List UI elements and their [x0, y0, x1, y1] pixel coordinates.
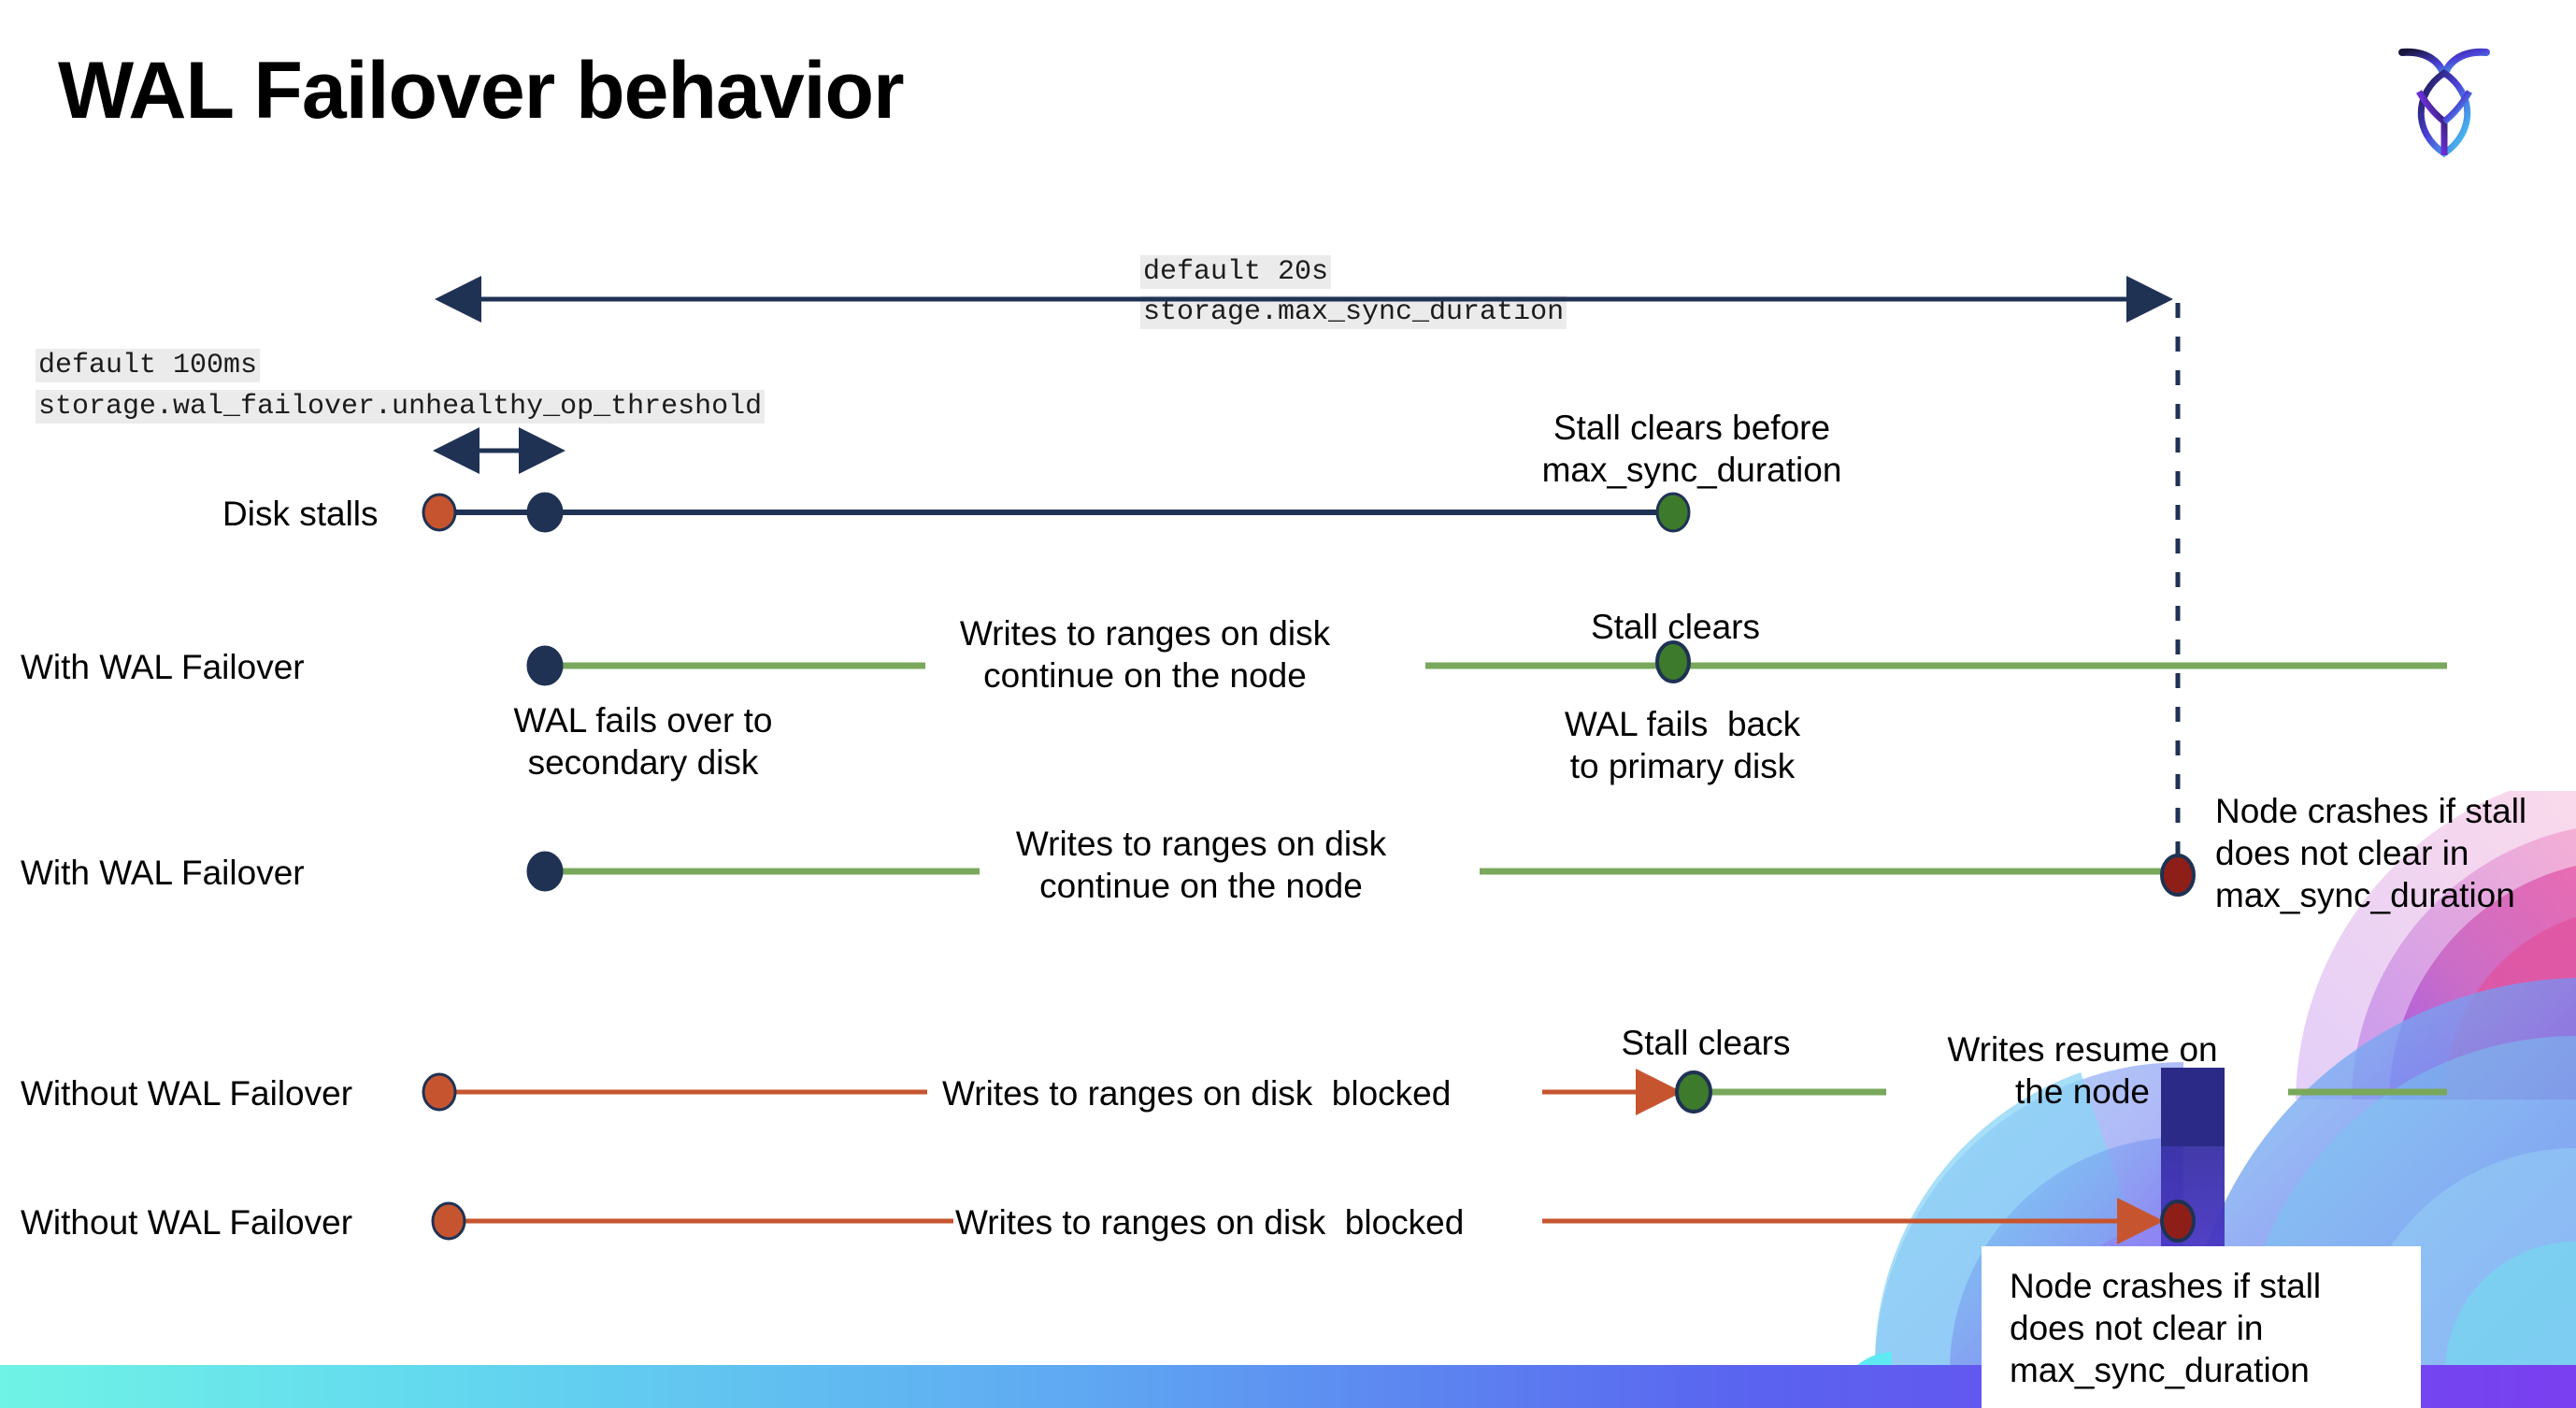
row-label-without-failover-1: Without WAL Failover: [21, 1074, 353, 1113]
bottom-callout-panel: [1982, 1246, 2421, 1408]
callout-stall-clears-2: Stall clears: [1621, 1024, 1791, 1062]
row-label-disk-stalls: Disk stalls: [222, 495, 379, 533]
marker-stall-start: [422, 493, 457, 532]
unhealthy-default-text: default 100ms: [36, 349, 261, 382]
callout-writes-blocked-2: Writes to ranges on disk blocked: [955, 1203, 1465, 1242]
row-without-failover-crashes-line: [431, 1198, 2196, 1244]
marker-failover-point: [526, 492, 564, 533]
marker-wal-failover-start: [526, 645, 564, 686]
callout-wal-fails-back: WAL fails back to primary disk: [1564, 705, 1801, 786]
marker-node-crash-2: [2160, 1200, 2196, 1243]
callout-writes-resume: Writes resume on the node: [1947, 1030, 2218, 1112]
callout-node-crashes-2: Node crashes if stall does not clear in …: [2010, 1267, 2322, 1390]
callout-stall-clears-1: Stall clears: [1591, 608, 1760, 646]
row-without-failover-recovers-line: [422, 1069, 2447, 1115]
callout-writes-continue-1: Writes to ranges on disk continue on the…: [959, 614, 1331, 696]
marker-stall-clears: [1655, 492, 1691, 533]
marker-wal-failover-start-2: [526, 851, 564, 892]
marker-stall-clears-2: [1655, 640, 1691, 683]
row-label-with-failover-1: With WAL Failover: [21, 648, 305, 686]
row-with-failover-recovers-line: [526, 640, 2447, 686]
callout-writes-continue-2: Writes to ranges on disk continue on the…: [1015, 825, 1387, 906]
unhealthy-setting-text: storage.wal_failover.unhealthy_op_thresh…: [36, 390, 766, 424]
marker-stall-start-4: [431, 1201, 466, 1241]
callout-wal-fails-over: WAL fails over to secondary disk: [513, 701, 773, 783]
row-label-without-failover-2: Without WAL Failover: [21, 1203, 353, 1242]
page-title: WAL Failover behavior: [58, 46, 905, 136]
unhealthy-setting-chip: storage.wal_failover.unhealthy_op_thresh…: [36, 390, 766, 424]
callout-stall-clears-before-maxsync: Stall clears before max_sync_duration: [1541, 409, 1842, 490]
row-disk-stalls-line: [422, 492, 1691, 533]
marker-stall-start-3: [422, 1072, 457, 1112]
callout-node-crashes-1: Node crashes if stall does not clear in …: [2215, 792, 2527, 915]
callout-writes-blocked-1: Writes to ranges on disk blocked: [942, 1074, 1452, 1113]
unhealthy-default-chip: default 100ms: [36, 349, 261, 382]
marker-node-crash: [2160, 854, 2196, 897]
marker-stall-clears-3: [1675, 1070, 1712, 1113]
row-label-with-failover-2: With WAL Failover: [21, 854, 305, 892]
row-with-failover-crashes-line: [526, 851, 2196, 897]
cockroachdb-logo-icon: [2393, 36, 2496, 162]
